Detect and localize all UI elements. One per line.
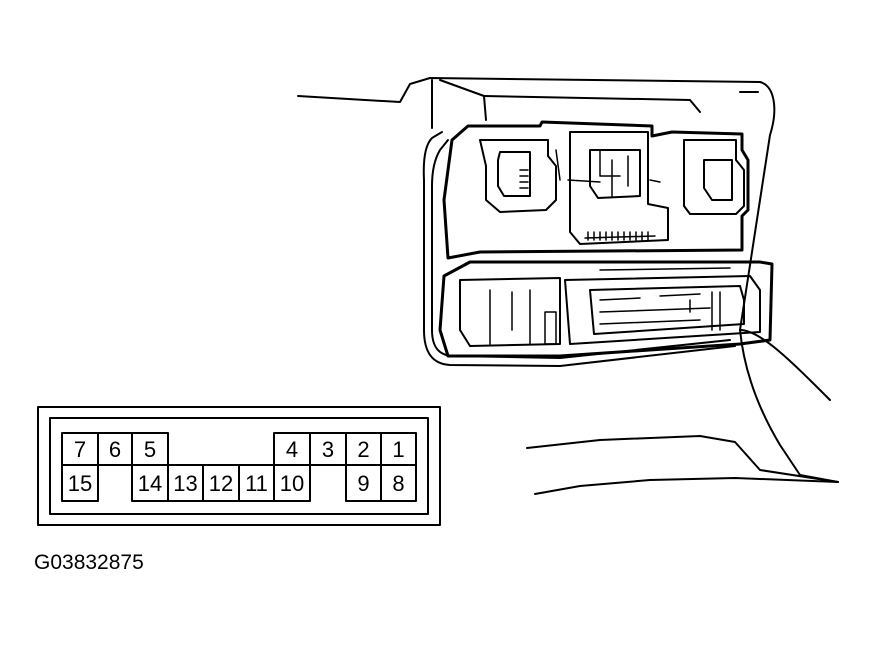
pin-label-15: 15 [68, 471, 92, 496]
pin-label-11: 11 [245, 471, 268, 496]
upper-relay-block [442, 120, 750, 260]
bottom-row-pin-cell [273, 464, 311, 502]
pin-label-6: 6 [109, 437, 121, 462]
pin-label-5: 5 [144, 437, 156, 462]
bottom-row-pin-cell [61, 464, 99, 502]
pin-label-2: 2 [357, 437, 369, 462]
pin-cells [61, 432, 417, 502]
pin-label-4: 4 [286, 437, 298, 462]
pin-label-8: 8 [392, 471, 404, 496]
pin-label-1: 1 [392, 437, 404, 462]
pin-label-9: 9 [357, 471, 369, 496]
pin-label-14: 14 [138, 471, 162, 496]
pin-label-10: 10 [280, 471, 304, 496]
pin-label-13: 13 [173, 471, 197, 496]
pin-label-7: 7 [74, 437, 86, 462]
pin-label-12: 12 [209, 471, 233, 496]
pin-label-3: 3 [322, 437, 334, 462]
dash-panel-outline [297, 77, 839, 495]
lower-relay-block [438, 260, 774, 358]
bottom-row-pin-cell [380, 464, 417, 502]
dlc-connector-outline [37, 406, 441, 526]
figure-id: G03832875 [34, 551, 144, 574]
